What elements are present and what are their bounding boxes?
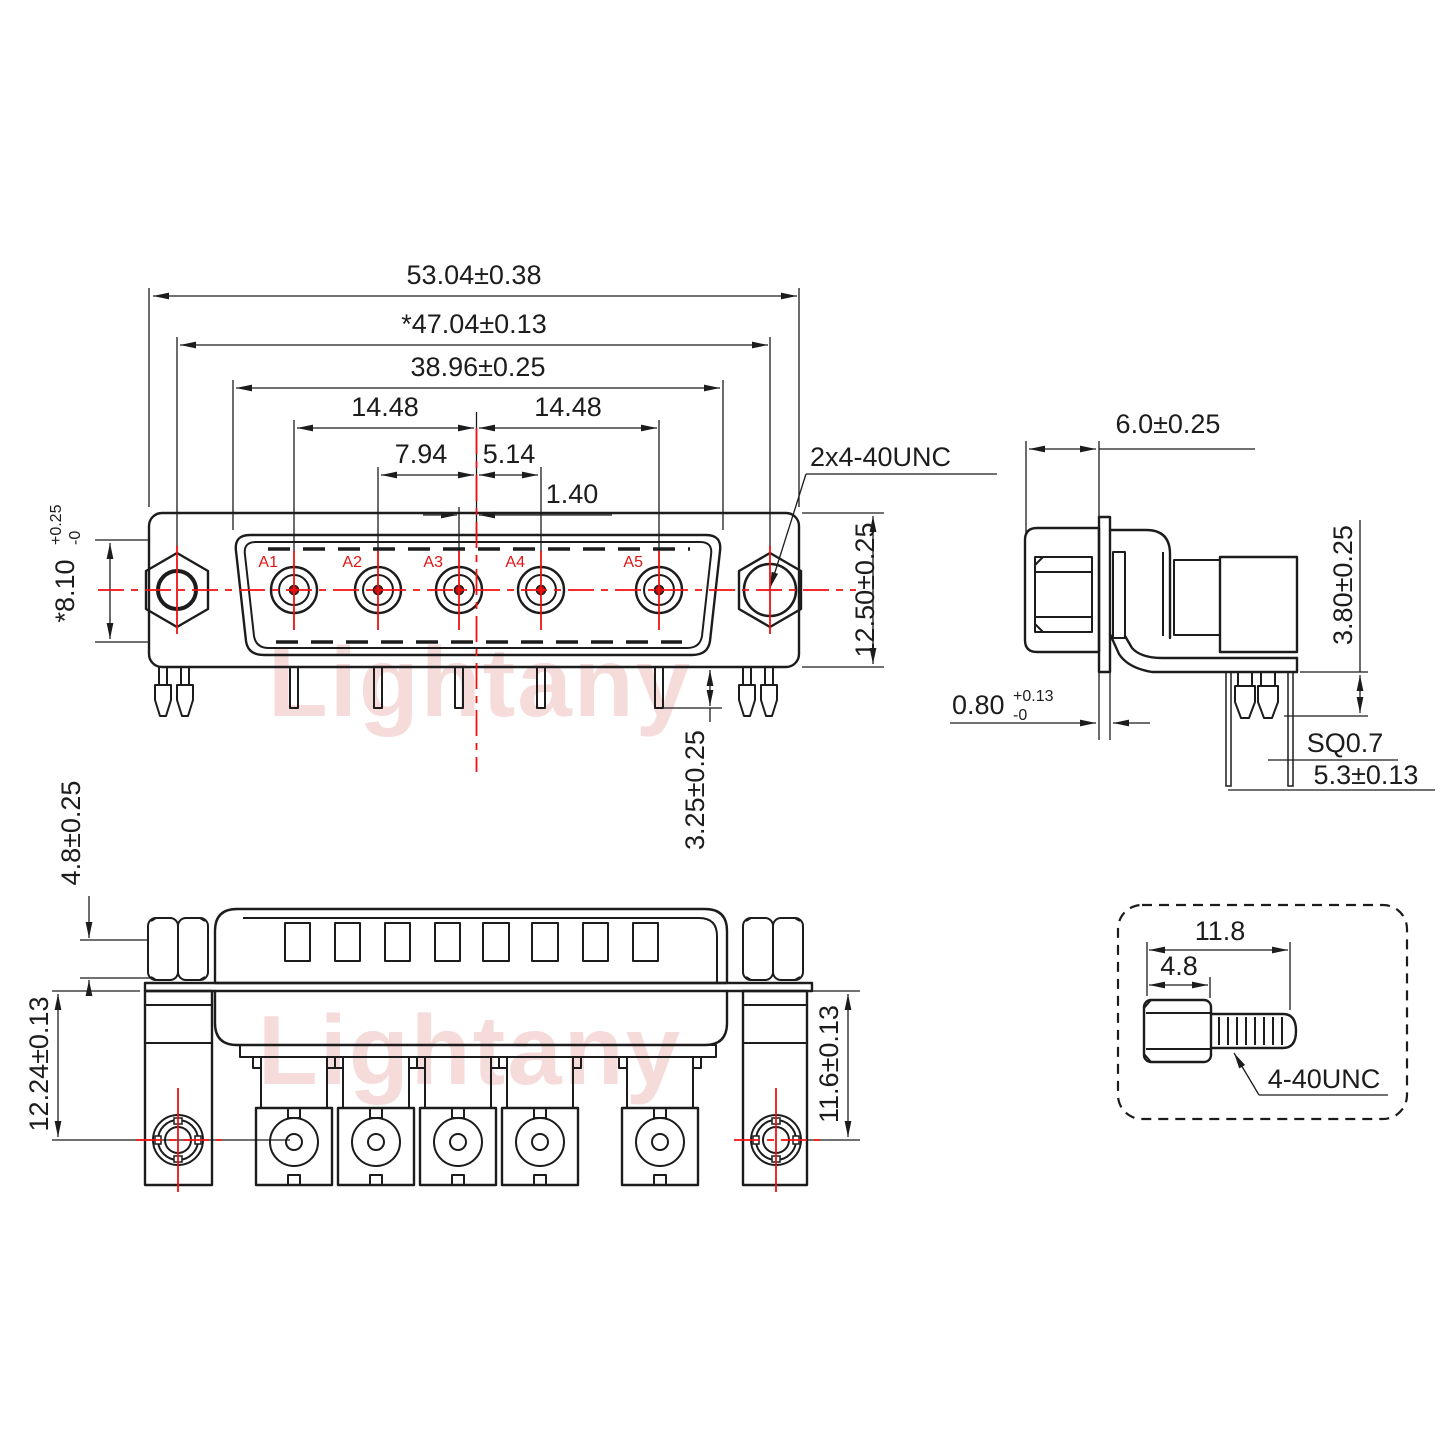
dsub-insert-inner [243, 541, 713, 649]
dim-total-width: 53.04±0.38 [407, 260, 542, 290]
dim-cutout-height: *8.10 +0.25 -0 [48, 504, 84, 622]
dim-pin-length: 5.3±0.13 [1314, 760, 1419, 790]
svg-text:0.80: 0.80 [952, 690, 1005, 720]
label-a1: A1 [258, 554, 278, 571]
side-jackscrew-head [1034, 556, 1093, 633]
dim-tail-standoff: 3.80±0.25 [1328, 525, 1358, 645]
label-a5: A5 [623, 554, 643, 571]
bottom-standoff-right [742, 917, 804, 981]
bottom-coax-modules [252, 1056, 702, 1187]
jackscrew-shaft [1209, 1012, 1298, 1050]
detail-box-border [1116, 903, 1409, 1121]
svg-text:3.25±0.25: 3.25±0.25 [680, 730, 710, 850]
side-coax-block [1218, 555, 1299, 654]
svg-text:3.80±0.25: 3.80±0.25 [1328, 525, 1358, 645]
dim-a2-offset: 7.94 [395, 439, 448, 469]
side-dimension-lines [950, 441, 1435, 791]
bottom-standoff-left [147, 917, 209, 981]
dim-cutout-main: *8.10 [50, 559, 80, 622]
dim-row-offset: 12.24±0.13 [24, 997, 54, 1132]
dim-standoff-height: 4.8±0.25 [56, 781, 86, 886]
dsub-insert-outer [234, 533, 722, 657]
label-a2: A2 [342, 554, 362, 571]
dim-a3-offset: 1.40 [546, 479, 599, 509]
dim-body-depth: 11.6±0.13 [814, 1005, 844, 1123]
bottom-shell-slots [284, 922, 659, 962]
bottom-view: 4.8±0.25 12.24±0.13 11.6±0.13 [24, 781, 860, 1192]
bottom-shell-back [213, 907, 729, 985]
dim-thread-callout: 2x4-40UNC [810, 442, 951, 472]
svg-text:+0.13: +0.13 [1013, 688, 1054, 705]
side-flange-plate [1097, 515, 1112, 674]
svg-text:12.24±0.13: 12.24±0.13 [24, 997, 54, 1132]
detail-dimension-lines [1146, 942, 1388, 1096]
front-dimension-lines [95, 292, 997, 722]
bottom-flange-edge [143, 981, 814, 993]
dim-screw-head-length: 4.8 [1160, 951, 1198, 981]
dim-pitch-right: 14.48 [534, 392, 602, 422]
bottom-bracket-right [741, 989, 809, 1187]
side-square-pins [1225, 671, 1294, 787]
front-boardlock-prongs [154, 667, 778, 717]
dim-mount-span: *47.04±0.13 [401, 309, 546, 339]
side-coax-neck [1173, 559, 1221, 636]
side-mating-body [1023, 526, 1101, 654]
watermark-front: Lightany [268, 627, 692, 737]
coax-module [498, 1056, 582, 1187]
dim-front-depth: 6.0±0.25 [1116, 409, 1221, 439]
dim-screw-thread: 4-40UNC [1268, 1064, 1381, 1094]
bottom-centerlines [136, 1088, 820, 1192]
front-view: 53.04±0.38 *47.04±0.13 38.96±0.25 14.48 … [48, 260, 997, 850]
dim-pitch-left: 14.48 [351, 392, 419, 422]
side-insulator-plate [1112, 551, 1126, 639]
coax-module [416, 1056, 500, 1187]
side-view: 6.0±0.25 3.80±0.25 0.80 +0.13 -0 SQ0.7 5… [950, 409, 1435, 791]
side-right-angle-bracket [1108, 632, 1299, 674]
label-a4: A4 [505, 554, 525, 571]
label-a3: A3 [423, 554, 443, 571]
dim-pin-square: SQ0.7 [1307, 728, 1384, 758]
dim-cutout-tol-plus: +0.25 [48, 504, 65, 545]
watermark-bottom: Lightany [258, 995, 682, 1105]
svg-text:4.8±0.25: 4.8±0.25 [56, 781, 86, 886]
dim-cutout-tol-minus: -0 [67, 531, 84, 545]
screw-detail: 11.8 4.8 4-40UNC [1116, 903, 1409, 1121]
dim-pin-tail: 3.25±0.25 [680, 730, 710, 850]
front-solder-tails [289, 666, 664, 709]
dim-flange-thickness: 0.80 +0.13 -0 [952, 688, 1054, 724]
jackscrew-threads [1218, 1017, 1283, 1045]
svg-text:11.6±0.13: 11.6±0.13 [814, 1005, 844, 1123]
dim-screw-total-length: 11.8 [1195, 916, 1246, 946]
coax-module [618, 1056, 702, 1187]
side-boardlock-posts [1234, 672, 1279, 719]
jackscrew-drawing [1142, 998, 1298, 1064]
dim-insert-width: 38.96±0.25 [411, 352, 546, 382]
jackscrew-head [1142, 998, 1213, 1064]
side-rear-body [1108, 528, 1172, 640]
bottom-shell-inner [243, 917, 718, 983]
front-centerlines [98, 428, 856, 772]
svg-text:-0: -0 [1013, 707, 1027, 724]
dim-a4-offset: 5.14 [483, 439, 536, 469]
